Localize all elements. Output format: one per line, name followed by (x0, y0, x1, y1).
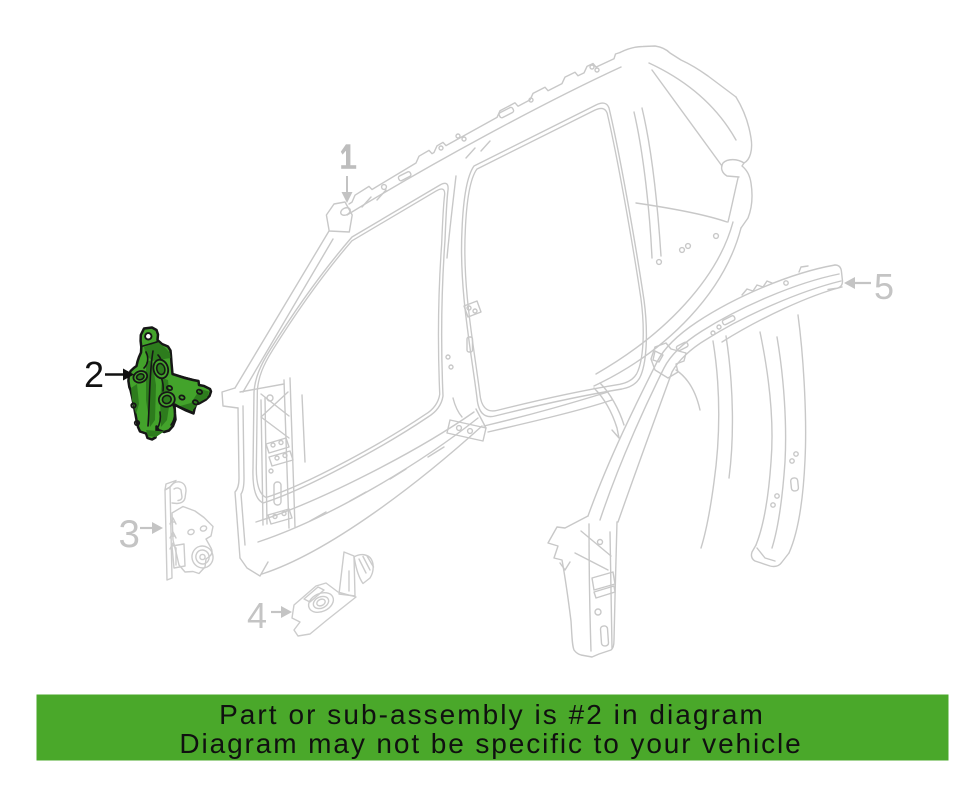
svg-text:2: 2 (84, 354, 104, 395)
svg-text:3: 3 (119, 513, 140, 556)
svg-text:Diagram may not be specific to: Diagram may not be specific to your vehi… (179, 728, 802, 759)
svg-text:4: 4 (247, 595, 267, 636)
svg-text:Part or sub-assembly is #2 in: Part or sub-assembly is #2 in diagram (219, 699, 765, 730)
svg-text:5: 5 (874, 266, 894, 307)
